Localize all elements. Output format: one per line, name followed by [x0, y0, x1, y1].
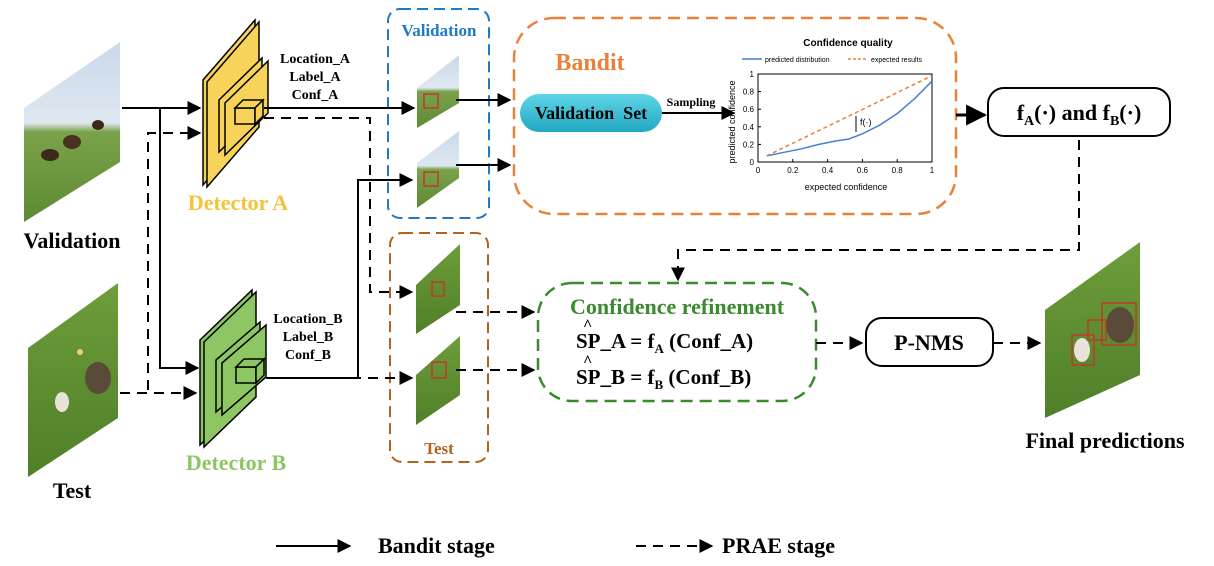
- chart-legend: predicted distribution expected results: [742, 57, 922, 64]
- chart-xtick-label: 0.4: [822, 166, 834, 175]
- chart-ytick-label: 0.6: [743, 105, 755, 114]
- test-image-a: [416, 244, 460, 334]
- test-to-refinement-arrows: [456, 305, 536, 377]
- pnms-label: P-NMS: [894, 330, 964, 355]
- detector-b-output-location: Location_B: [273, 312, 342, 327]
- chart-xtick-label: 0: [756, 166, 761, 175]
- chart-annotation: f(·): [860, 117, 872, 127]
- functions-to-refinement-arrow: [671, 140, 1080, 282]
- test-input-label: Test: [53, 478, 92, 503]
- chart-xtick-label: 0.2: [787, 166, 799, 175]
- detector-output-arrows-solid: [264, 101, 416, 379]
- stage-legend: Bandit stage PRAE stage: [276, 533, 835, 558]
- refinement-eq-a-hat: ^: [583, 317, 592, 334]
- final-predictions-label: Final predictions: [1025, 428, 1185, 453]
- validation-input-image: [24, 42, 120, 222]
- chart-frame: [757, 73, 933, 163]
- detector-b-block: [199, 288, 267, 449]
- detector-a-output-conf: Conf_A: [292, 88, 340, 103]
- refinement-eq-a: SP_A = fA (Conf_A): [576, 329, 753, 356]
- chart-ytick-label: 1: [750, 70, 755, 79]
- detector-b-output-conf: Conf_B: [285, 348, 331, 363]
- chart-ytick-label: 0.8: [743, 88, 755, 97]
- bandit-title: Bandit: [555, 50, 624, 76]
- functions-label: fA(·) and fB(·): [1017, 100, 1142, 129]
- final-predictions-image: [1045, 242, 1140, 418]
- test-group-title: Test: [424, 439, 454, 458]
- refinement-title: Confidence refinement: [570, 294, 785, 319]
- validation-input-label: Validation: [23, 228, 120, 253]
- input-arrows-dashed: [120, 126, 202, 400]
- legend-solid-label: Bandit stage: [378, 533, 495, 558]
- test-group-box: [389, 232, 489, 463]
- chart-ytick-label: 0: [750, 158, 755, 167]
- legend-dashed-label: PRAE stage: [722, 533, 835, 558]
- detector-a-label: Detector A: [188, 190, 288, 215]
- detector-a-output-location: Location_A: [280, 52, 351, 67]
- detector-a-block: [202, 17, 269, 190]
- chart-xtick-label: 1: [930, 166, 935, 175]
- confidence-quality-chart: Confidence quality predicted distributio…: [727, 38, 935, 192]
- chart-xtick-label: 0.6: [857, 166, 869, 175]
- legend-label-predicted: predicted distribution: [765, 57, 830, 64]
- validation-group-title: Validation: [402, 21, 478, 40]
- validation-set-label: Validation Set: [535, 103, 647, 123]
- detector-a-output-label: Label_A: [289, 70, 341, 85]
- chart-title: Confidence quality: [803, 38, 893, 49]
- chart-ytick-label: 0.2: [743, 140, 755, 149]
- chart-ylabel: predicted confidence: [727, 80, 737, 163]
- chart-xlabel: expected confidence: [805, 182, 888, 192]
- refinement-eq-b: SP_B = fB (Conf_B): [576, 365, 751, 392]
- chart-ytick-label: 0.4: [743, 123, 755, 132]
- validation-image-b: [417, 131, 459, 208]
- input-arrows-solid: [122, 101, 202, 375]
- validation-image-a: [417, 55, 459, 128]
- detector-b-label: Detector B: [186, 450, 287, 475]
- functions-box: [987, 87, 1171, 137]
- refinement-eq-b-hat: ^: [583, 353, 592, 370]
- test-image-b: [416, 336, 460, 425]
- detector-b-output-label: Label_B: [283, 330, 334, 345]
- validation-set-pill: [520, 94, 662, 132]
- test-input-image: [28, 283, 118, 477]
- legend-label-expected: expected results: [871, 57, 922, 64]
- chart-xtick-label: 0.8: [892, 166, 904, 175]
- detector-output-arrows-dashed: [264, 117, 414, 385]
- series-expected-line: [766, 75, 933, 157]
- sampling-label: Sampling: [667, 95, 716, 109]
- validation-to-bandit-arrows: [456, 93, 512, 172]
- series-predicted-line: [766, 80, 933, 157]
- validation-group-box: [387, 8, 490, 219]
